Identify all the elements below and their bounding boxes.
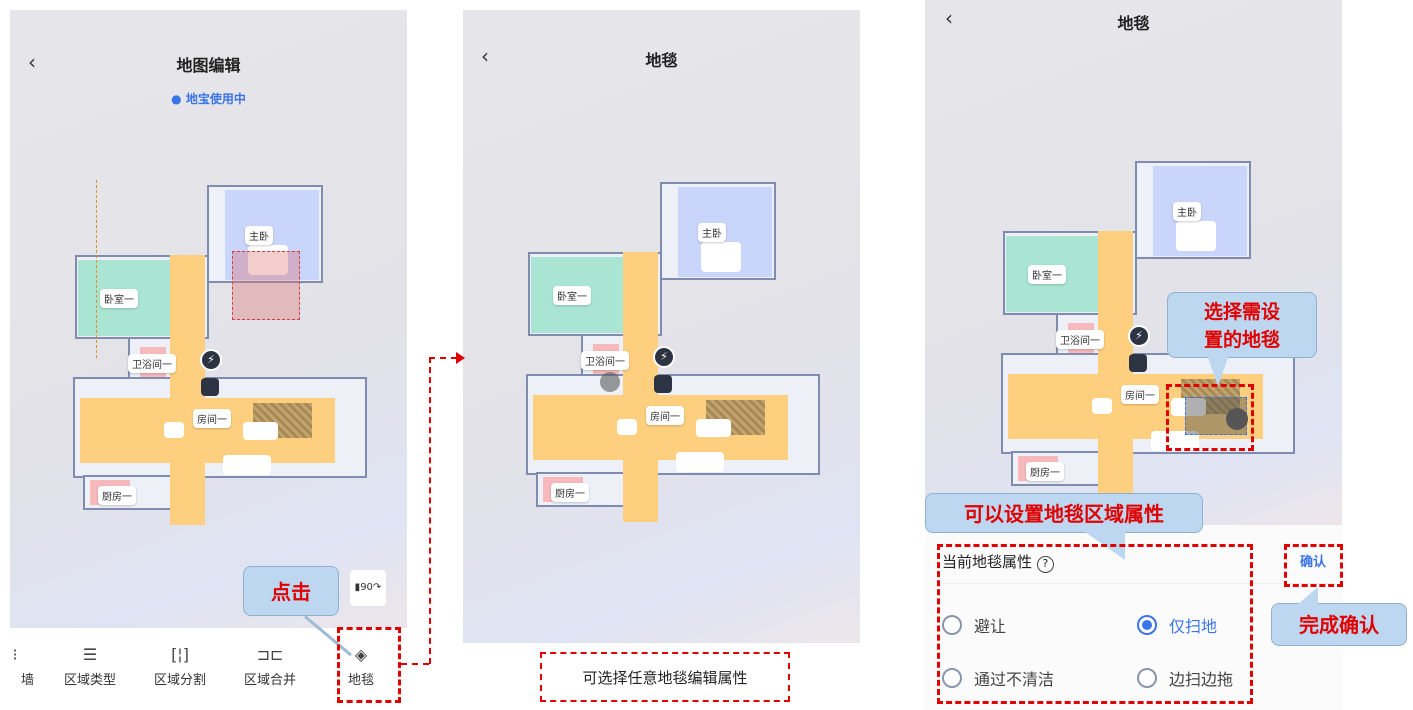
room-label[interactable]: 厨房一	[98, 486, 136, 505]
tool-wall[interactable]: ⁝墙	[0, 645, 50, 688]
room-label[interactable]: 卧室一	[1028, 265, 1066, 284]
merge-icon: ⊐⊏	[256, 645, 284, 664]
map-region	[676, 452, 724, 472]
radio-icon	[942, 615, 962, 635]
room-label[interactable]: 卫浴间一	[581, 351, 629, 370]
carpet-cursor	[600, 372, 620, 392]
page-title: 地图编辑	[176, 56, 241, 75]
map-region	[243, 422, 278, 440]
map-region	[1098, 231, 1133, 501]
callout-pointer	[1208, 357, 1228, 387]
confirm-button[interactable]: 确认	[1300, 555, 1327, 570]
room-label[interactable]: 房间一	[193, 409, 231, 428]
option-label: 边扫边拖	[1169, 670, 1234, 689]
room-label[interactable]: 主卧	[698, 223, 726, 242]
wall-icon: ⁝	[12, 645, 18, 664]
room-label[interactable]: 卧室一	[553, 286, 591, 305]
map-region	[701, 242, 741, 272]
rotate-button[interactable]: ▮90↷	[350, 570, 386, 606]
room-label[interactable]: 卫浴间一	[1056, 330, 1104, 349]
robot-icon	[201, 378, 219, 396]
option-label: 通过不清洁	[974, 670, 1055, 689]
arrow-connector	[401, 663, 429, 665]
option-pass-no-clean[interactable]: 通过不清洁	[942, 666, 1054, 690]
tool-label: 区域合并	[243, 673, 296, 688]
sheet-title: 当前地毯属性 ?	[942, 551, 1054, 573]
highlight-attr-panel	[937, 544, 1253, 704]
callout-click: 点击	[243, 566, 339, 616]
list-icon: ☰	[82, 645, 98, 664]
tool-label: 墙	[20, 673, 34, 688]
charging-dock-icon: ⚡	[200, 349, 222, 371]
floor-map[interactable]: 主卧 卧室一 卫浴间一 房间一 厨房一 ⚡	[60, 170, 380, 530]
virtual-wall-line	[96, 180, 97, 358]
page-title: 地毯	[645, 51, 678, 70]
room-label[interactable]: 厨房一	[1026, 462, 1064, 481]
toolbar	[10, 628, 407, 708]
robot-icon	[1129, 354, 1147, 372]
room-label[interactable]: 卧室一	[100, 289, 138, 308]
room-label[interactable]: 主卧	[1173, 202, 1201, 221]
map-region	[696, 419, 731, 437]
room-label[interactable]: 房间一	[646, 406, 684, 425]
map-region	[1151, 431, 1199, 451]
robot-icon	[654, 375, 672, 393]
tool-area-type[interactable]: ☰ 区域类型	[55, 645, 125, 688]
callout-confirm: 完成确认	[1271, 603, 1407, 646]
arrow-head	[456, 352, 465, 364]
tool-label: 地毯	[347, 673, 374, 688]
map-region	[170, 255, 205, 525]
split-icon: [¦]	[171, 645, 189, 664]
page-title: 地毯	[1117, 14, 1150, 33]
callout-attr: 可以设置地毯区域属性	[925, 493, 1203, 533]
map-region	[248, 245, 288, 275]
divider	[940, 583, 1335, 584]
caption-box	[540, 652, 790, 702]
option-avoid[interactable]: 避让	[942, 613, 1006, 637]
tool-area-split[interactable]: [¦] 区域分割	[145, 645, 215, 688]
callout-select: 选择需设置的地毯	[1167, 292, 1317, 358]
option-sweep-only[interactable]: 仅扫地	[1137, 613, 1217, 637]
map-region	[164, 422, 184, 438]
callout-pointer	[1298, 587, 1318, 604]
tool-carpet[interactable]: ◈ 地毯	[326, 645, 396, 688]
highlight-confirm	[1284, 544, 1343, 587]
arrow-connector	[429, 357, 457, 359]
map-region	[1171, 398, 1206, 416]
room-label[interactable]: 卫浴间一	[128, 354, 176, 373]
carpet-icon: ◈	[354, 645, 368, 664]
highlight-selected-carpet	[1166, 384, 1254, 451]
radio-icon	[942, 668, 962, 688]
map-region	[623, 252, 658, 522]
tool-area-merge[interactable]: ⊐⊏ 区域合并	[235, 645, 305, 688]
option-label: 避让	[974, 617, 1007, 636]
room-label[interactable]: 主卧	[245, 226, 273, 245]
room-label[interactable]: 房间一	[1121, 385, 1159, 404]
radio-icon	[1137, 668, 1157, 688]
caption: 可选择任意地毯编辑属性	[582, 669, 748, 687]
help-icon[interactable]: ?	[1036, 556, 1054, 573]
radio-icon	[1137, 615, 1157, 635]
highlight-carpet-tool	[337, 627, 401, 703]
back-button[interactable]: ‹	[945, 6, 953, 30]
charging-dock-icon: ⚡	[653, 346, 675, 368]
map-region	[1176, 221, 1216, 251]
tool-label: 区域类型	[63, 673, 116, 688]
floor-map[interactable]: 主卧 卧室一 卫浴间一 房间一 厨房一 ⚡	[988, 146, 1308, 506]
back-button[interactable]: ‹	[481, 44, 489, 68]
no-go-zone[interactable]	[232, 251, 300, 320]
tool-label: 区域分割	[153, 673, 206, 688]
status-text: ● 地宝使用中	[171, 92, 246, 106]
option-label: 仅扫地	[1169, 617, 1218, 636]
charging-dock-icon: ⚡	[1128, 325, 1150, 347]
room-label[interactable]: 厨房一	[551, 483, 589, 502]
option-sweep-mop[interactable]: 边扫边拖	[1137, 666, 1233, 690]
carpet-cursor	[1226, 408, 1248, 430]
floor-map[interactable]: 主卧 卧室一 卫浴间一 房间一 厨房一 ⚡	[513, 167, 833, 527]
map-region	[617, 419, 637, 435]
map-region	[223, 455, 271, 475]
back-button[interactable]: ‹	[28, 50, 36, 74]
arrow-connector	[429, 357, 431, 664]
map-region	[1092, 398, 1112, 414]
